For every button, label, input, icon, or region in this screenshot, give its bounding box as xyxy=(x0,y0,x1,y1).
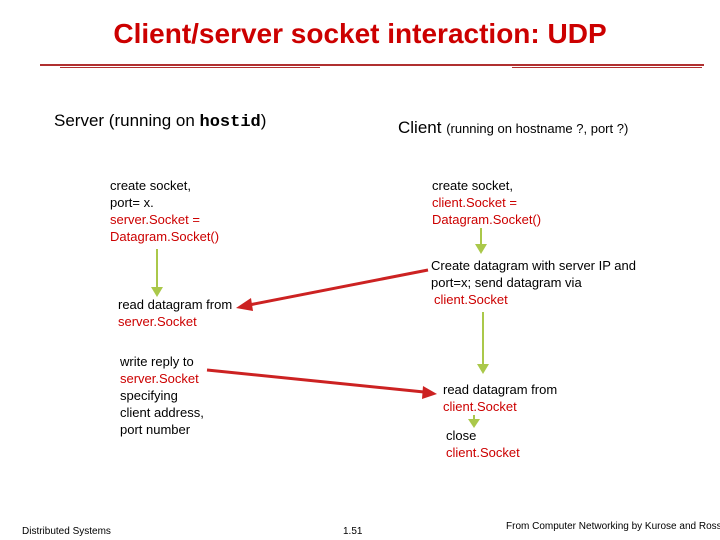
title-underline-accent xyxy=(60,67,320,68)
server-read-datagram-step: read datagram from server.Socket xyxy=(118,296,232,330)
server-reply-line1: write reply to xyxy=(120,354,194,369)
request-message-arrowhead xyxy=(236,298,253,311)
server-step-arrowhead-1 xyxy=(151,287,163,297)
footer-page-number: 1.51 xyxy=(343,526,363,537)
client-step-arrowhead-3 xyxy=(468,419,480,428)
server-create-line4: Datagram.Socket() xyxy=(110,229,220,244)
client-send-line1: Create datagram with server IP and xyxy=(431,258,636,273)
client-header-detail: (running on hostname ?, port ?) xyxy=(446,121,629,136)
client-close-step: close client.Socket xyxy=(446,427,520,461)
client-read-datagram-step: read datagram from client.Socket xyxy=(443,381,557,415)
reply-message-arrow xyxy=(206,368,425,394)
request-message-arrow xyxy=(248,268,429,307)
title-underline xyxy=(40,64,704,66)
server-reply-line2: server.Socket xyxy=(120,371,199,386)
client-create-line2: client.Socket = xyxy=(432,195,517,210)
client-header: Client (running on hostname ?, port ?) xyxy=(398,118,628,138)
server-header-host: hostid xyxy=(199,113,261,132)
footer-credit: From Computer Networking by Kurose and R… xyxy=(506,521,720,532)
client-step-arrowhead-1 xyxy=(475,244,487,254)
client-close-line1: close xyxy=(446,428,477,443)
reply-message-arrowhead xyxy=(422,386,437,399)
client-close-line2: client.Socket xyxy=(446,445,520,460)
server-reply-line4: client address, xyxy=(120,405,204,420)
client-create-line1: create socket, xyxy=(432,178,513,193)
server-create-line1: create socket, xyxy=(110,178,191,193)
slide-title: Client/server socket interaction: UDP xyxy=(113,18,607,49)
client-create-line3: Datagram.Socket() xyxy=(432,212,542,227)
server-header-suffix: ) xyxy=(260,111,267,130)
client-read-line2: client.Socket xyxy=(443,399,517,414)
server-header-prefix: Server (running on xyxy=(54,111,200,130)
server-create-line3: server.Socket = xyxy=(110,212,200,227)
client-header-prefix: Client xyxy=(398,118,447,137)
server-reply-line5: port number xyxy=(120,422,191,437)
server-reply-line3: specifying xyxy=(120,388,178,403)
server-read-line1: read datagram from xyxy=(118,297,233,312)
client-send-datagram-step: Create datagram with server IP and port=… xyxy=(431,257,636,308)
client-step-arrowhead-2 xyxy=(477,364,489,374)
client-send-line3: client.Socket xyxy=(434,292,508,307)
server-header: Server (running on hostid) xyxy=(54,111,266,132)
client-send-line2: port=x; send datagram via xyxy=(431,275,582,290)
client-read-line1: read datagram from xyxy=(443,382,558,397)
server-create-socket-step: create socket, port= x. server.Socket = … xyxy=(110,177,219,245)
client-create-socket-step: create socket, client.Socket = Datagram.… xyxy=(432,177,541,228)
server-write-reply-step: write reply to server.Socket specifying … xyxy=(120,353,204,438)
server-create-line2: port= x. xyxy=(110,195,154,210)
server-read-line2: server.Socket xyxy=(118,314,197,329)
title-underline-accent xyxy=(512,67,702,68)
footer-left: Distributed Systems xyxy=(22,526,111,537)
